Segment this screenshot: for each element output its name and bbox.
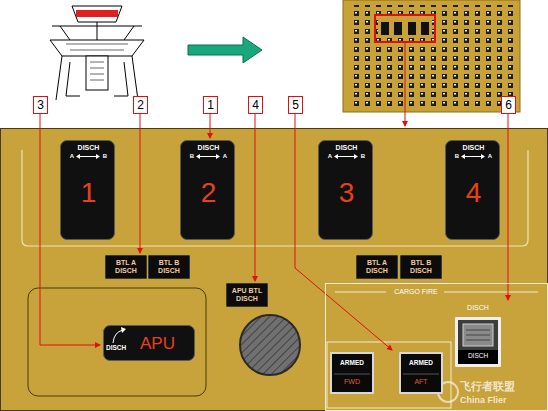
callout-number: 2 [133, 96, 148, 114]
arrow-curve [113, 330, 123, 343]
test-switch [240, 315, 300, 375]
fire-handle: DISCHA B 1 [60, 140, 115, 240]
bottle-letter: B [100, 153, 110, 160]
thumbnail-handle [381, 22, 389, 35]
leader-line [508, 114, 509, 300]
button-status: ARMED [332, 359, 372, 366]
annunciator-light: BTL A DISCH [356, 255, 398, 279]
transfer-arrow [196, 153, 220, 160]
engine-number: 3 [319, 177, 374, 208]
highlight-box [375, 15, 435, 42]
handle-caption: DISCH [319, 144, 374, 152]
annunciator-light: APU BTL DISCH [226, 283, 268, 307]
apu-label: APU [140, 334, 192, 353]
arrow-shaft [199, 156, 217, 157]
lever-grip [466, 330, 490, 340]
direction-arrow [188, 37, 262, 63]
panel-detail [66, 44, 128, 50]
annunciator-text: BTL B DISCH [149, 259, 189, 275]
engine-number: 2 [181, 177, 236, 208]
annunciator-light: BTL A DISCH [105, 255, 147, 279]
fire-panel [1, 129, 548, 411]
callout-number: 5 [288, 96, 303, 114]
apu-handle-surround [28, 288, 206, 396]
annunciator-text: BTL A DISCH [106, 259, 146, 275]
arrow-heads [334, 154, 358, 159]
thumbnail-handle [421, 22, 429, 35]
overhead-highlight [76, 10, 118, 17]
engine-number: 4 [446, 177, 501, 208]
cargo-button-frame [327, 342, 451, 408]
bottle-letter: A [220, 153, 230, 160]
callout-number: 1 [203, 96, 218, 114]
arrow-heads [461, 154, 485, 159]
watermark: 飞行者联盟 [460, 381, 546, 392]
leader-line [255, 114, 256, 281]
apu-fire-handle: DISCH APU [103, 325, 195, 361]
bottle-letter: A [485, 153, 495, 160]
fire-handle: DISCHB A 4 [445, 140, 500, 240]
arrow-heads [76, 154, 100, 159]
annunciator-text: BTL B DISCH [401, 259, 441, 275]
leader-line [140, 114, 141, 253]
thumbnail-handle [408, 22, 416, 35]
pedestal-sketch [86, 56, 108, 90]
switch-label: DISCH [458, 352, 498, 359]
transfer-arrow [461, 153, 485, 160]
thumbnail-controls [348, 5, 515, 107]
switch-lever [463, 324, 493, 346]
armed-button: ARMED AFT [399, 352, 443, 394]
bottle-letter: B [452, 153, 462, 160]
overhead-thumbnail [343, 0, 520, 112]
arrow-head [121, 327, 126, 333]
leader-line [295, 114, 392, 350]
leader-line [210, 114, 211, 138]
handle-caption: DISCH [106, 344, 132, 351]
divider-line [334, 374, 370, 375]
bottle-letter: A [67, 153, 77, 160]
guarded-switch: DISCHDISCH [455, 317, 501, 367]
transfer-arrow [76, 153, 100, 160]
main-panel-sketch [50, 40, 144, 56]
fire-handle: DISCHB A 2 [180, 140, 235, 240]
annunciator-text: BTL A DISCH [357, 259, 397, 275]
button-label: AFT [401, 378, 441, 386]
button-status: ARMED [401, 359, 441, 366]
label-band [458, 350, 498, 364]
rotate-arrow [109, 327, 129, 345]
pedestal-detail [90, 62, 104, 80]
callout-number: 3 [33, 96, 48, 114]
switch-caption: DISCH [455, 304, 501, 312]
watermark: China Flier [460, 396, 546, 405]
thumbnail-fire-panel [378, 18, 432, 38]
engine-number: 1 [61, 177, 116, 208]
annunciator-light: BTL B DISCH [400, 255, 442, 279]
arrow-shaft [337, 156, 355, 157]
arrow-heads [196, 154, 220, 159]
transfer-arrow [334, 153, 358, 160]
handle-caption: DISCH [181, 144, 236, 152]
callout-number: 6 [501, 96, 516, 114]
windshield-frame [52, 22, 142, 40]
panel-title: CARGO FIRE [366, 288, 466, 296]
annunciator-text: APU BTL DISCH [227, 287, 267, 303]
handle-caption: DISCH [61, 144, 116, 152]
fire-handle: DISCHA B 3 [318, 140, 373, 240]
bottle-letter: A [325, 153, 335, 160]
thumbnail-handle [394, 22, 402, 35]
zoom-leader [405, 42, 406, 126]
arrow-shaft [464, 156, 482, 157]
handle-caption: DISCH [446, 144, 501, 152]
seat-sketch [56, 56, 138, 100]
divider-line [403, 374, 439, 375]
bottle-letter: B [358, 153, 368, 160]
annunciator-light: BTL B DISCH [148, 255, 190, 279]
overhead-panel-sketch [72, 6, 122, 22]
button-label: FWD [332, 378, 372, 386]
bottle-letter: B [187, 153, 197, 160]
armed-button: ARMED FWD [330, 352, 374, 394]
callout-number: 4 [248, 96, 263, 114]
arrow-shaft [79, 156, 97, 157]
